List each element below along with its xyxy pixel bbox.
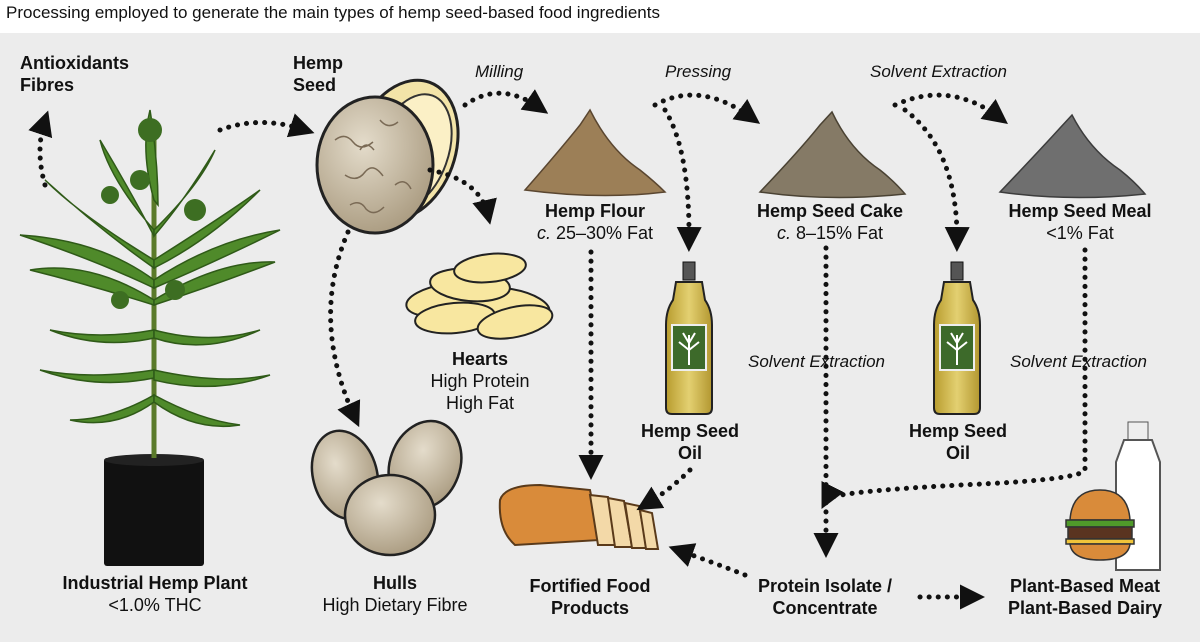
hemp-hulls-illustration xyxy=(310,419,463,557)
hemp-seed-illustration xyxy=(315,78,460,235)
process-arrows xyxy=(28,89,1088,610)
process-solvent-extraction-mid2-label: Solvent Extraction xyxy=(1010,352,1148,371)
hemp-seed-meal-pile xyxy=(998,113,1147,199)
fortified-bread-illustration xyxy=(498,483,660,550)
hemp-seed-oil-bottle-2 xyxy=(933,261,981,415)
process-solvent-extraction-mid1-label: Solvent Extraction xyxy=(748,352,886,371)
hemp-seed-meal-label: Hemp Seed Meal<1% Fat xyxy=(1008,201,1152,243)
arrow-seed-to-hearts xyxy=(427,167,497,225)
arrow-meal-to-protein xyxy=(821,247,1088,509)
process-pressing-label: Pressing xyxy=(665,62,732,81)
protein-isolate-label: Protein Isolate /Concentrate xyxy=(757,576,893,618)
hemp-plant-illustration xyxy=(19,109,281,566)
process-solvent-extraction-top-label: Solvent Extraction xyxy=(870,62,1008,81)
arrow-oil1-to-fortified xyxy=(636,467,693,511)
industrial-hemp-plant-label: Industrial Hemp Plant<1.0% THC xyxy=(62,573,248,615)
arrow-pressing-to-oil1 xyxy=(662,107,702,252)
arrow-plant-to-fibres xyxy=(28,110,53,188)
arrow-extraction-to-oil2 xyxy=(902,107,970,252)
arrow-plant-to-seed xyxy=(217,113,315,138)
hemp-seed-cake-pile xyxy=(758,110,907,199)
plant-based-burger-illustration xyxy=(1065,489,1135,561)
arrow-seed-to-flour xyxy=(462,89,549,114)
hemp-seed-oil-bottle-1 xyxy=(665,261,713,415)
arrow-seed-to-hulls xyxy=(328,229,361,428)
process-milling-label: Milling xyxy=(475,62,524,81)
hemp-hearts-illustration xyxy=(405,252,554,340)
arrow-cake-to-meal xyxy=(892,92,1008,125)
arrow-flour-to-cake xyxy=(652,92,761,124)
hemp-flour-pile xyxy=(523,108,667,197)
figure-title: Processing employed to generate the main… xyxy=(6,3,660,22)
arrow-protein-to-fortified xyxy=(668,543,748,578)
